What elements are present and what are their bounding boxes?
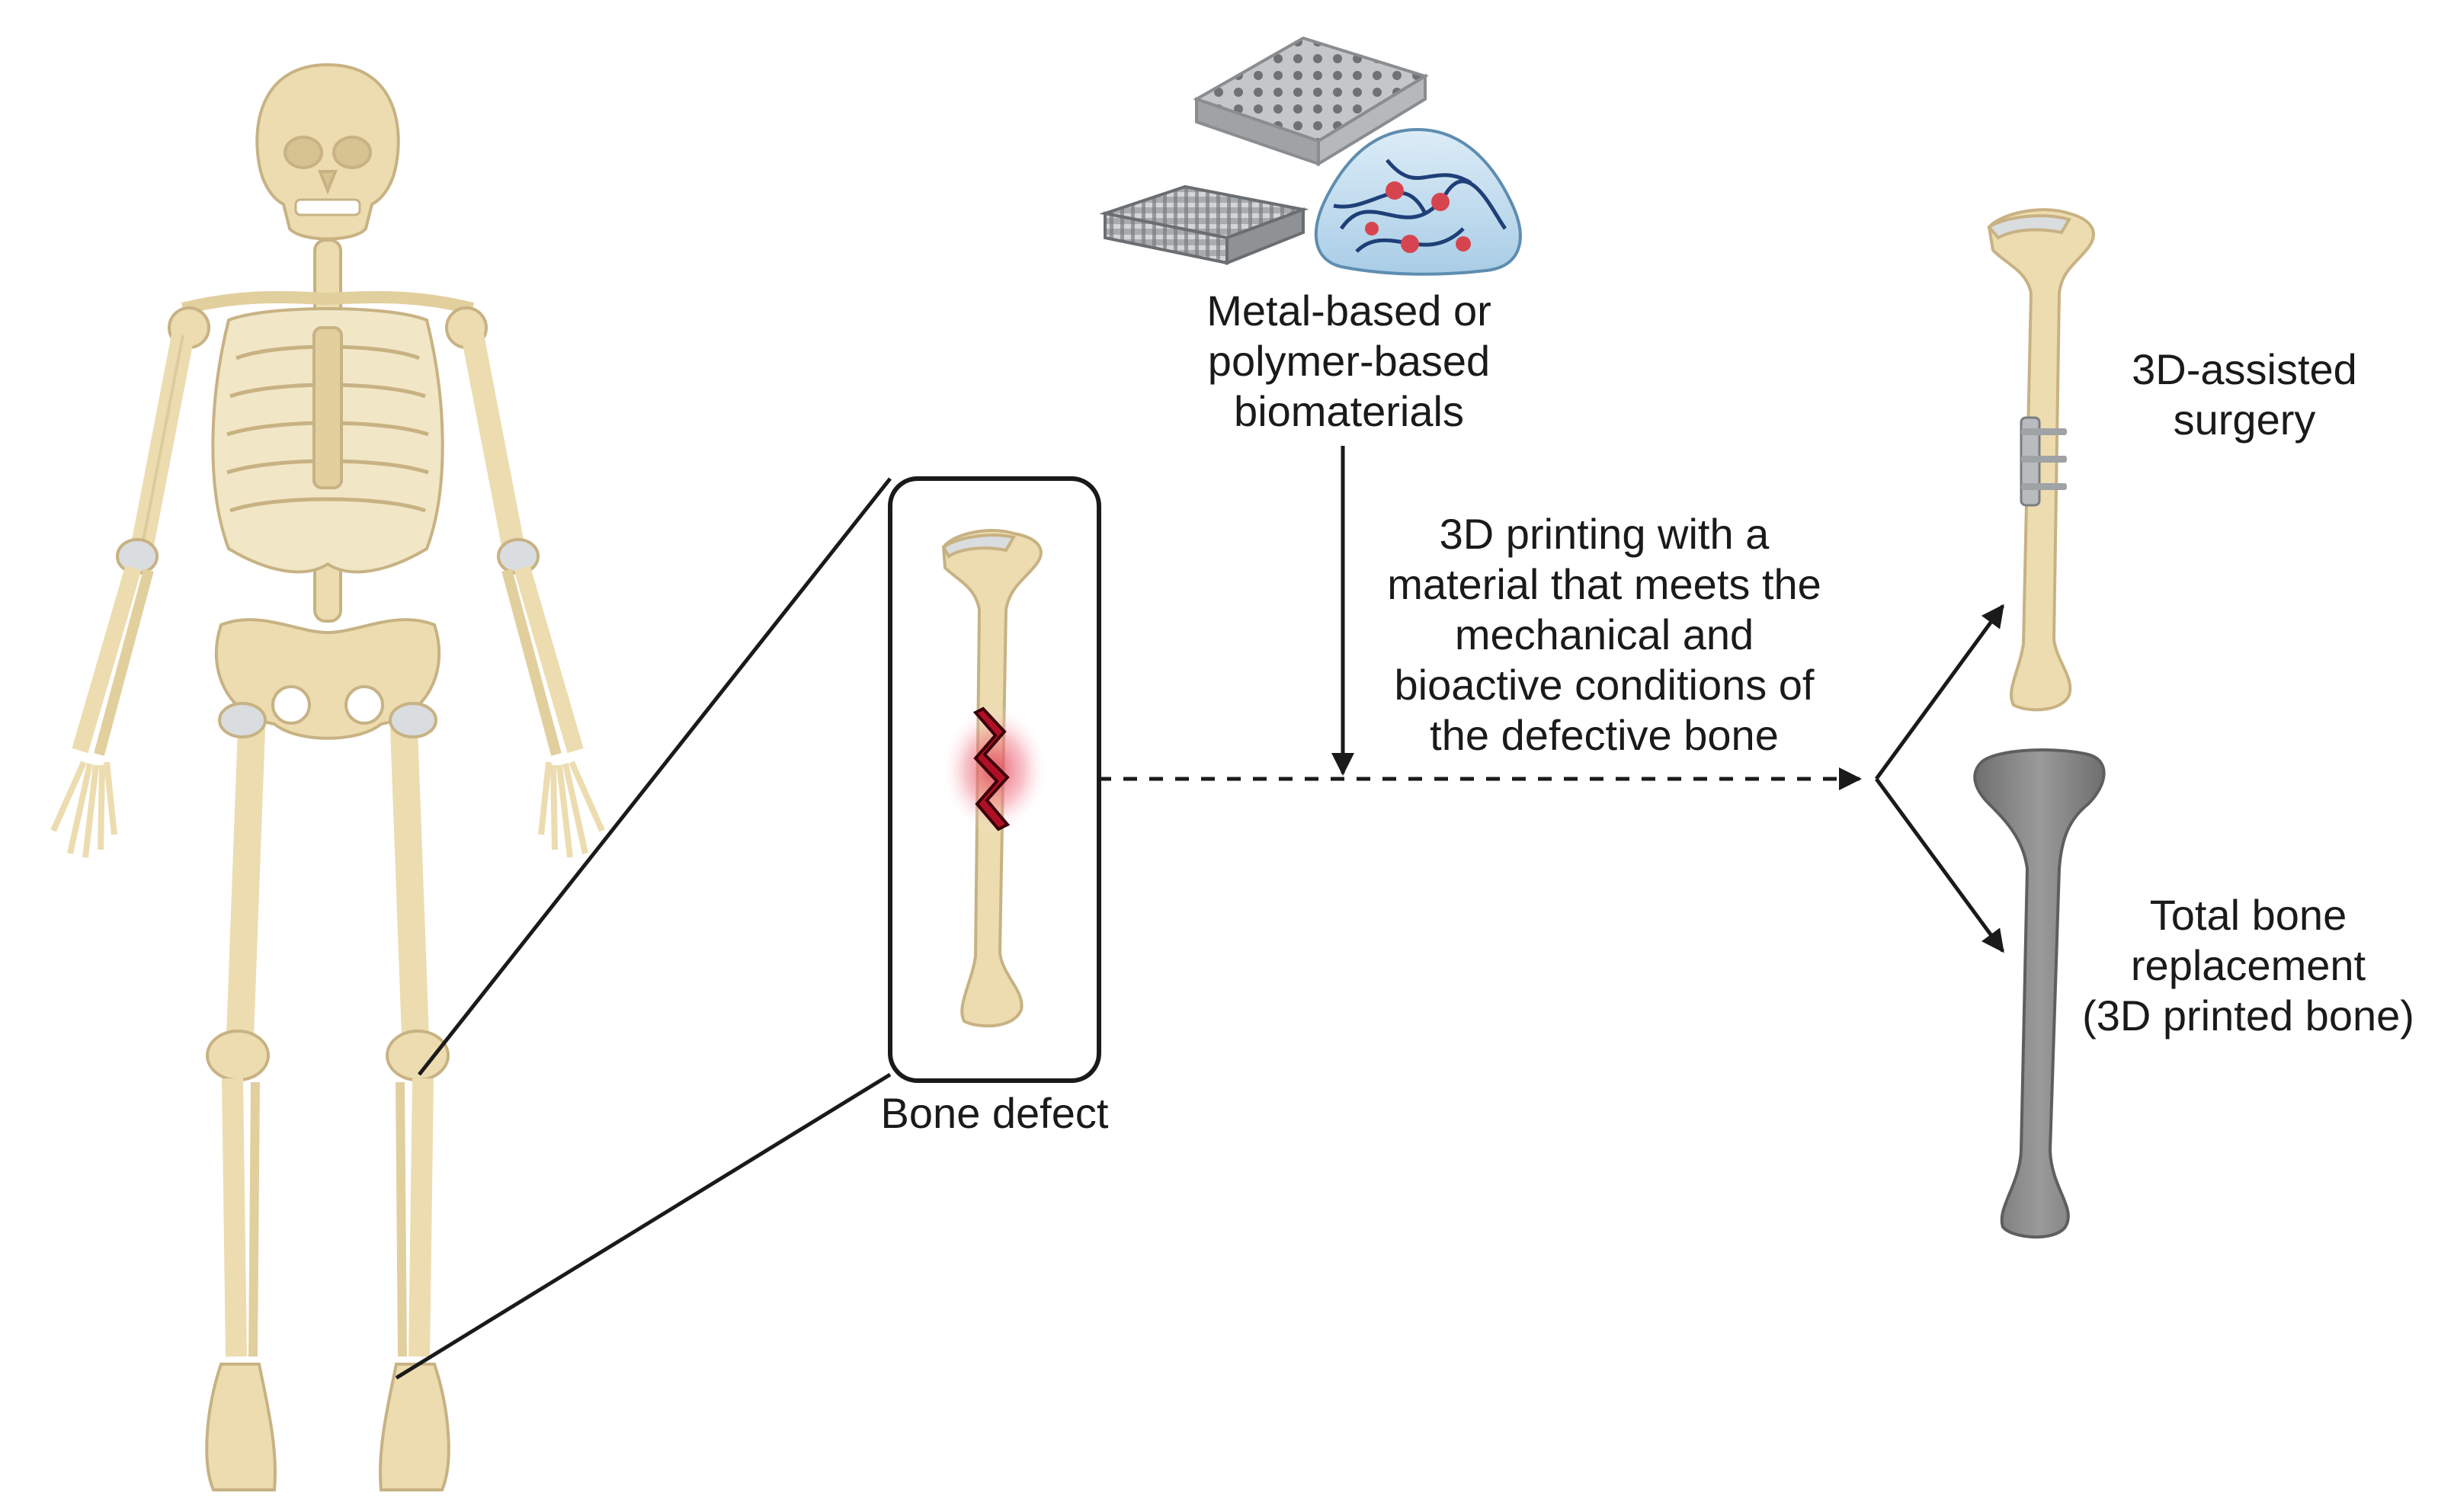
branch-arrow-down — [1874, 777, 2005, 953]
porous-scaffold-icon — [1193, 36, 1429, 167]
biomaterials-label: Metal-based or polymer-based biomaterial… — [1206, 287, 1491, 435]
assisted-surgery-label: 3D-assisted surgery — [2132, 345, 2357, 444]
callout-line-lower — [395, 1072, 892, 1380]
total-replacement-label: Total bone replacement (3D printed bone) — [2082, 891, 2414, 1040]
printed-bone-icon — [1973, 748, 2106, 1239]
foot-right — [205, 1363, 277, 1491]
bone-defect-label: Bone defect — [880, 1089, 1109, 1137]
hand-left — [538, 761, 605, 858]
foot-left — [379, 1363, 450, 1491]
fixation-plate-icon — [2020, 416, 2067, 507]
branch-arrow-up — [1874, 604, 2005, 780]
hydrogel-icon — [1314, 127, 1522, 276]
fracture-icon — [972, 706, 1011, 831]
hand-right — [50, 761, 117, 858]
lattice-scaffold-icon — [1099, 184, 1309, 265]
callout-line-upper — [418, 477, 892, 1076]
skeleton-icon — [50, 62, 605, 1491]
printing-note-label: 3D printing with a material that meets t… — [1387, 510, 1821, 759]
